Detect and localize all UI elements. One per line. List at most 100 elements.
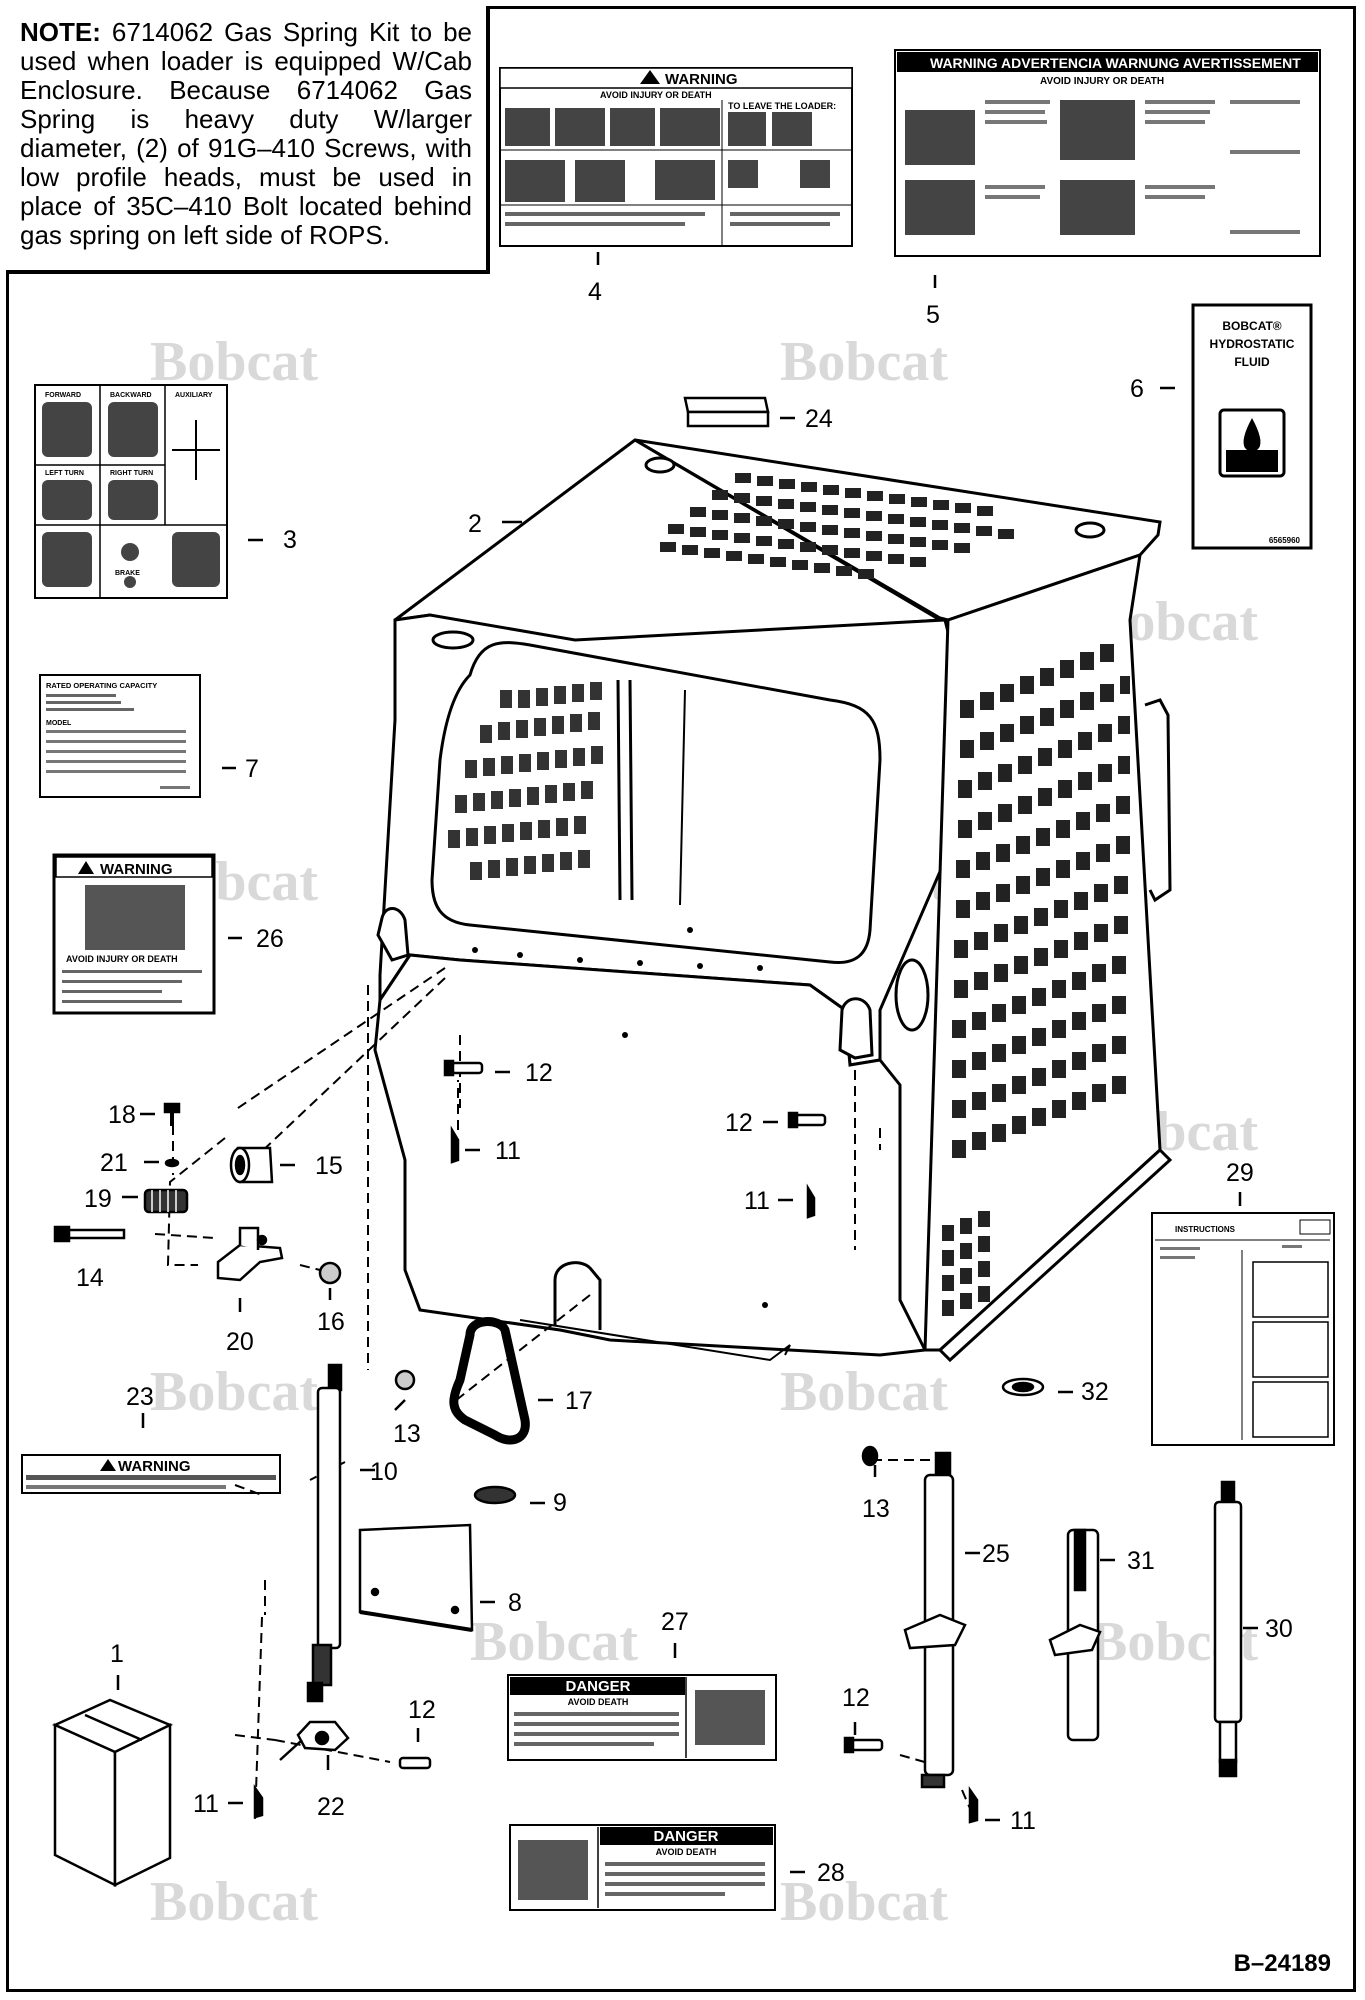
decal-warning-26: WARNING AVOID INJURY OR DEATH bbox=[52, 853, 216, 1015]
part-8-plate bbox=[358, 1523, 474, 1632]
strut-parts bbox=[306, 1363, 1243, 1789]
decal-3-brake: BRAKE bbox=[115, 570, 140, 577]
watermark: Bobcat bbox=[780, 331, 948, 393]
callout-7: 7 bbox=[245, 755, 259, 783]
decal-3-right: RIGHT TURN bbox=[110, 470, 153, 477]
part-25-gas-spring bbox=[903, 1451, 967, 1789]
decal-4-subtitle: AVOID INJURY OR DEATH bbox=[600, 90, 712, 100]
callout-14: 14 bbox=[76, 1264, 104, 1292]
callout-11: 11 bbox=[193, 1790, 219, 1818]
decal-4-title: WARNING bbox=[665, 71, 738, 88]
callout-30: 30 bbox=[1265, 1615, 1293, 1643]
decal-29-title: INSTRUCTIONS bbox=[1175, 1225, 1236, 1234]
watermark: Bobcat bbox=[470, 1611, 638, 1673]
callout-11: 11 bbox=[744, 1187, 770, 1215]
decal-danger-27: DANGER AVOID DEATH bbox=[507, 1674, 777, 1761]
part-1-box bbox=[51, 1698, 174, 1888]
decal-3-auxiliary: AUXILIARY bbox=[175, 392, 213, 399]
decal-3-backward: BACKWARD bbox=[110, 392, 152, 399]
decal-27-subtitle: AVOID DEATH bbox=[568, 1697, 629, 1707]
note-box: NOTE: 6714062 Gas Spring Kit to be used … bbox=[6, 6, 490, 274]
decal-instructions-29: INSTRUCTIONS bbox=[1151, 1212, 1335, 1446]
part-2-rops-cab bbox=[373, 438, 1173, 1363]
callout-leaders bbox=[116, 252, 1258, 1874]
callout-20: 20 bbox=[226, 1328, 254, 1356]
callout-3: 3 bbox=[283, 526, 297, 554]
watermark: Bobcat bbox=[150, 331, 318, 393]
decal-7-title: RATED OPERATING CAPACITY bbox=[46, 681, 157, 690]
part-24-block bbox=[683, 396, 770, 428]
decal-26-subtitle: AVOID INJURY OR DEATH bbox=[66, 954, 178, 964]
part-10-gas-spring bbox=[306, 1363, 343, 1703]
callout-8: 8 bbox=[508, 1589, 522, 1617]
watermark: Bobcat bbox=[150, 1361, 318, 1423]
decal-3-left: LEFT TURN bbox=[45, 470, 84, 477]
callout-12: 12 bbox=[725, 1109, 753, 1137]
callout-15: 15 bbox=[315, 1152, 343, 1180]
watermark: Bobcat bbox=[780, 1871, 948, 1933]
callout-5: 5 bbox=[926, 301, 940, 329]
callout-1: 1 bbox=[110, 1640, 124, 1668]
decal-5-title: WARNING ADVERTENCIA WARNUNG AVERTISSEMEN… bbox=[930, 55, 1301, 71]
callout-11: 11 bbox=[495, 1137, 521, 1165]
callout-31: 31 bbox=[1127, 1547, 1155, 1575]
callout-10: 10 bbox=[370, 1458, 398, 1486]
callout-12: 12 bbox=[842, 1684, 870, 1712]
part-30-gas-spring bbox=[1213, 1480, 1243, 1778]
part-22-clamp bbox=[279, 1720, 350, 1761]
part-12-pins bbox=[398, 1059, 884, 1770]
decal-27-title: DANGER bbox=[565, 1678, 630, 1695]
decal-6-line1: HYDROSTATIC bbox=[1210, 337, 1295, 351]
part-31-strut bbox=[1048, 1528, 1102, 1742]
decal-warning-5: WARNING ADVERTENCIA WARNUNG AVERTISSEMEN… bbox=[894, 49, 1321, 257]
part-19-spring bbox=[143, 1188, 189, 1214]
callout-18: 18 bbox=[108, 1101, 136, 1129]
part-15-bushing bbox=[229, 1146, 274, 1184]
hardware-parts bbox=[51, 1059, 1045, 1888]
callout-9: 9 bbox=[553, 1489, 567, 1517]
callout-22: 22 bbox=[317, 1793, 345, 1821]
callout-21: 21 bbox=[100, 1149, 128, 1177]
callout-25: 25 bbox=[982, 1540, 1010, 1568]
decal-controls-3: FORWARD BACKWARD AUXILIARY LEFT TURN RIG… bbox=[34, 384, 228, 599]
decal-danger-28: DANGER AVOID DEATH bbox=[509, 1824, 776, 1911]
callout-24: 24 bbox=[805, 405, 833, 433]
callout-29: 29 bbox=[1226, 1159, 1254, 1187]
decal-6-brand: BOBCAT® bbox=[1222, 319, 1281, 333]
decal-7-model: MODEL bbox=[46, 720, 72, 727]
callout-numbers: 4 5 6 3 2 24 7 26 12 12 11 11 15 18 21 1… bbox=[76, 278, 1293, 1887]
callout-4: 4 bbox=[588, 278, 602, 306]
decal-6-code: 6565960 bbox=[1269, 536, 1301, 545]
callout-2: 2 bbox=[468, 510, 482, 538]
callout-28: 28 bbox=[817, 1859, 845, 1887]
decal-4-leave: TO LEAVE THE LOADER: bbox=[728, 101, 836, 111]
callout-16: 16 bbox=[317, 1308, 345, 1336]
callout-17: 17 bbox=[565, 1387, 593, 1415]
decal-5-subtitle: AVOID INJURY OR DEATH bbox=[1040, 76, 1164, 87]
decal-23-title: WARNING bbox=[118, 1458, 191, 1475]
callout-13: 13 bbox=[393, 1420, 421, 1448]
decal-roc-7: RATED OPERATING CAPACITY MODEL bbox=[39, 674, 201, 798]
part-11-pins bbox=[253, 1125, 979, 1824]
watermark: Bobcat bbox=[780, 1361, 948, 1423]
callout-26: 26 bbox=[256, 925, 284, 953]
part-20-bracket bbox=[216, 1226, 284, 1282]
note-text: 6714062 Gas Spring Kit to be used when l… bbox=[20, 17, 472, 250]
callout-19: 19 bbox=[84, 1185, 112, 1213]
decal-26-title: WARNING bbox=[100, 861, 173, 878]
decal-warning-23: WARNING bbox=[21, 1454, 281, 1494]
callout-11: 11 bbox=[1010, 1807, 1036, 1835]
decal-28-subtitle: AVOID DEATH bbox=[656, 1847, 717, 1857]
callout-13: 13 bbox=[862, 1495, 890, 1523]
decal-fluid-6: BOBCAT® HYDROSTATIC FLUID 6565960 bbox=[1191, 303, 1313, 550]
callout-12: 12 bbox=[408, 1696, 436, 1724]
decal-3-forward: FORWARD bbox=[45, 392, 81, 399]
callout-23: 23 bbox=[126, 1383, 154, 1411]
decal-6-line2: FLUID bbox=[1234, 355, 1270, 369]
callout-32: 32 bbox=[1081, 1378, 1109, 1406]
note-lead: NOTE: bbox=[20, 17, 101, 47]
callout-27: 27 bbox=[661, 1608, 689, 1636]
watermark: Bobcat bbox=[150, 1871, 318, 1933]
part-14-bolt bbox=[53, 1225, 126, 1243]
